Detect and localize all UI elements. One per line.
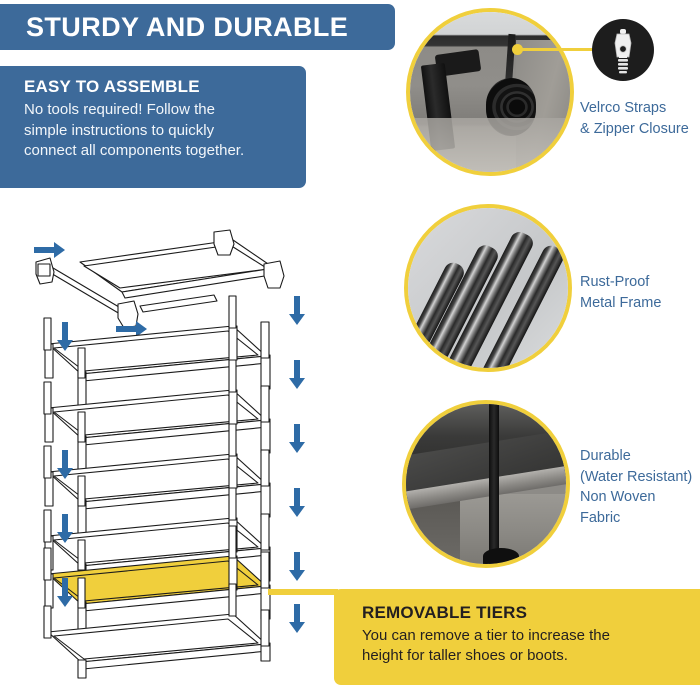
photo-velcro-zipper [406, 8, 574, 176]
right-down-arrow-group [289, 296, 305, 633]
tier-connector-line [268, 589, 338, 595]
callout-3-line-1: Durable [580, 448, 631, 464]
callout-connector-line [518, 48, 594, 51]
callout-3-line-4: Fabric [580, 509, 621, 526]
photo-metal-frame [404, 204, 572, 372]
callout-label-velcro-zipper: Velrco Straps & Zipper Closure [580, 98, 698, 139]
easy-to-assemble-panel: EASY TO ASSEMBLE No tools required! Foll… [0, 66, 306, 188]
detached-top-frame [35, 229, 285, 329]
photo-non-woven-fabric [402, 400, 570, 568]
callout-anchor-dot [512, 44, 523, 55]
header-banner: STURDY AND DURABLE [0, 4, 395, 50]
callout-3-line-3: Non Woven [580, 489, 656, 506]
callout-1-line-2: & Zipper Closure [580, 120, 689, 137]
zipper-icon [592, 19, 654, 81]
easy-to-assemble-line-2: simple instructions to quickly [24, 121, 215, 139]
callout-1-line-1: Velrco Straps [580, 100, 667, 116]
easy-to-assemble-title: EASY TO ASSEMBLE [24, 77, 200, 96]
removable-tiers-line-2: height for taller shoes or boots. [362, 647, 568, 665]
callout-label-non-woven-fabric: Durable (Water Resistant) Non Woven Fabr… [580, 446, 698, 528]
insert-arrow-group [34, 242, 147, 337]
callout-2-line-1: Rust-Proof [580, 274, 650, 290]
exploded-assembly-diagram [18, 222, 338, 684]
stacked-tiers [43, 295, 271, 679]
removable-tiers-title: REMOVABLE TIERS [362, 603, 528, 622]
removable-tiers-line-1: You can remove a tier to increase the [362, 627, 610, 644]
highlighted-removable-tier [44, 555, 271, 637]
page-title: STURDY AND DURABLE [26, 11, 349, 42]
callout-label-metal-frame: Rust-Proof Metal Frame [580, 272, 698, 313]
callout-3-line-2: (Water Resistant) [580, 468, 693, 485]
easy-to-assemble-line-1: No tools required! Follow the [24, 101, 215, 118]
removable-tiers-panel: REMOVABLE TIERS You can remove a tier to… [334, 589, 700, 685]
left-down-arrow-group [57, 322, 73, 607]
callout-2-line-2: Metal Frame [580, 294, 662, 311]
easy-to-assemble-line-3: connect all components together. [24, 142, 245, 160]
